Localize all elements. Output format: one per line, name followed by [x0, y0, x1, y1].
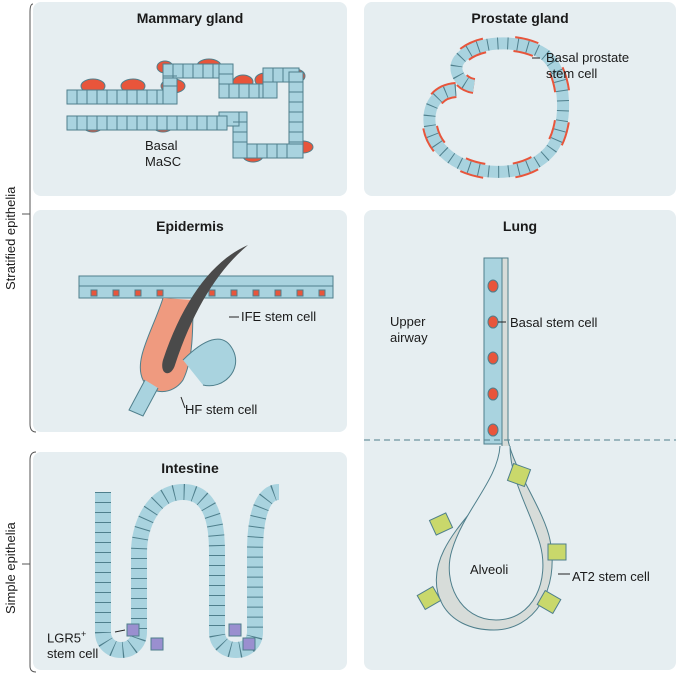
- at2-stem-cell-label: AT2 stem cell: [572, 569, 650, 584]
- lung-panel: Lung Upper airway Basal stem: [364, 210, 676, 670]
- mammary-gland-panel: Mammary gland: [33, 2, 347, 196]
- intestine-panel: Intestine LGR5+ stem cell: [33, 452, 347, 670]
- lgr5-superscript: +: [80, 629, 87, 639]
- basal-masc-label: Basal MaSC: [145, 138, 182, 169]
- intestine-title: Intestine: [161, 460, 219, 476]
- prostate-gland-panel: Prostate gland Basal prostate stem cell: [364, 2, 676, 196]
- lung-illustration: [364, 257, 676, 631]
- prostate-gland-illustration: [421, 35, 572, 180]
- lung-title: Lung: [502, 218, 538, 234]
- basal-prostate-stem-cell-label: Basal prostate stem cell: [546, 50, 630, 81]
- epidermis-illustration: [78, 245, 334, 417]
- epidermis-panel: Epidermis IFE stem cell HF stem cell: [33, 210, 347, 432]
- intestine-illustration: [95, 483, 281, 658]
- prostate-gland-title: Prostate gland: [471, 10, 569, 26]
- ife-stem-cell-label: IFE stem cell: [241, 309, 317, 324]
- basal-stem-cell-label: Basal stem cell: [510, 315, 598, 330]
- simple-epithelia-label: Simple epithelia: [3, 522, 18, 614]
- lgr5-text: LGR5: [47, 630, 81, 646]
- hf-stem-cell-label: HF stem cell: [185, 402, 258, 417]
- epidermis-title: Epidermis: [156, 218, 224, 234]
- stem-cell-text: stem cell: [47, 646, 99, 662]
- alveoli-label: Alveoli: [470, 562, 509, 577]
- lgr5-stem-cell-label: LGR5+ stem cell: [47, 626, 98, 662]
- mammary-gland-title: Mammary gland: [136, 10, 244, 26]
- upper-airway-label: Upper airway: [390, 314, 428, 345]
- stratified-epithelia-label: Stratified epithelia: [3, 186, 18, 290]
- mammary-gland-illustration: [66, 58, 314, 163]
